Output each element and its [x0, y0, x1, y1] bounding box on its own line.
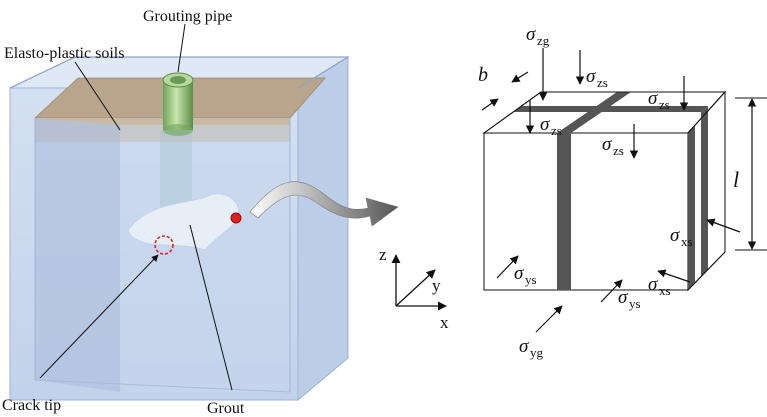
pipe-shadow-column [160, 130, 192, 210]
block-top-face [482, 91, 727, 134]
svg-text:zg: zg [537, 33, 550, 48]
svg-text:σ: σ [540, 114, 550, 135]
sigma-xs-label-2: σ xs [648, 274, 671, 298]
svg-text:ys: ys [525, 272, 537, 287]
right-face-gap [688, 126, 695, 290]
grout-leader [189, 224, 233, 391]
grout-body [127, 193, 240, 251]
axis-z-label: z [379, 245, 387, 264]
svg-text:σ: σ [670, 225, 680, 246]
inner-left-wall [35, 118, 120, 392]
sigma-xs-arrow-2 [657, 269, 691, 283]
inner-back-wall [120, 125, 290, 392]
svg-text:σ: σ [519, 336, 529, 357]
b-dim-arrow-1 [511, 71, 529, 83]
soil-tank [9, 56, 350, 402]
coordinate-axes: z y x [379, 245, 449, 332]
grouting-pipe-leader [177, 23, 186, 73]
sigma-zs-label-1: σ zs [586, 66, 608, 90]
elasto-plastic-leader [74, 61, 121, 131]
svg-text:σ: σ [618, 287, 628, 308]
sigma-zs-label-3: σ zs [540, 114, 562, 138]
front-vertical-gap [557, 133, 571, 290]
svg-text:zs: zs [597, 75, 608, 90]
svg-text:ys: ys [629, 296, 641, 311]
right-face-gap-main [701, 106, 708, 276]
sigma-zs-label-4: σ zs [602, 134, 624, 158]
b-dimension-label: b [478, 64, 488, 86]
svg-text:zs: zs [659, 97, 670, 112]
svg-text:σ: σ [648, 274, 658, 295]
top-gap-x [513, 106, 708, 112]
svg-text:yg: yg [530, 345, 544, 360]
b-dim-arrow-2 [481, 98, 499, 111]
sigma-ys-label-2: σ ys [618, 287, 641, 311]
svg-text:σ: σ [602, 134, 612, 155]
sigma-zs-label-2: σ zs [648, 88, 670, 112]
svg-text:xs: xs [681, 234, 693, 249]
svg-text:σ: σ [648, 88, 658, 109]
sigma-ys-label-1: σ ys [514, 263, 537, 287]
sigma-yg-arrow [535, 305, 563, 333]
sigma-ys-arrow-2 [600, 279, 623, 303]
tank-right-face [297, 56, 349, 402]
axis-y-label: y [432, 276, 441, 295]
crack-tip-leader [39, 254, 159, 379]
crack-tip-marker [154, 235, 174, 255]
grout-label: Grout [207, 400, 245, 417]
sigma-yg-label: σ yg [519, 336, 544, 360]
axis-x-label: x [440, 313, 449, 332]
sigma-ys-arrow-1 [496, 255, 519, 279]
sigma-xs-label-1: σ xs [670, 225, 693, 249]
zoom-arrow [249, 181, 399, 227]
svg-text:σ: σ [514, 263, 524, 284]
fracture-block [481, 48, 767, 333]
crack-tip-label: Crack tip [2, 397, 61, 414]
grouting-pipe-body [163, 80, 193, 130]
svg-text:xs: xs [659, 283, 671, 298]
svg-text:σ: σ [526, 24, 536, 45]
grout-red-point [230, 212, 242, 224]
svg-text:σ: σ [586, 66, 596, 87]
elasto-plastic-soils-label: Elasto-plastic soils [4, 45, 124, 62]
svg-text:zs: zs [551, 123, 562, 138]
sigma-xs-arrow-1 [706, 218, 741, 233]
sigma-zg-label: σ zg [526, 24, 550, 48]
svg-text:zs: zs [613, 143, 624, 158]
top-gap-y [557, 92, 631, 133]
l-dimension-label: l [733, 167, 739, 192]
grouting-pipe-label: Grouting pipe [143, 8, 232, 25]
